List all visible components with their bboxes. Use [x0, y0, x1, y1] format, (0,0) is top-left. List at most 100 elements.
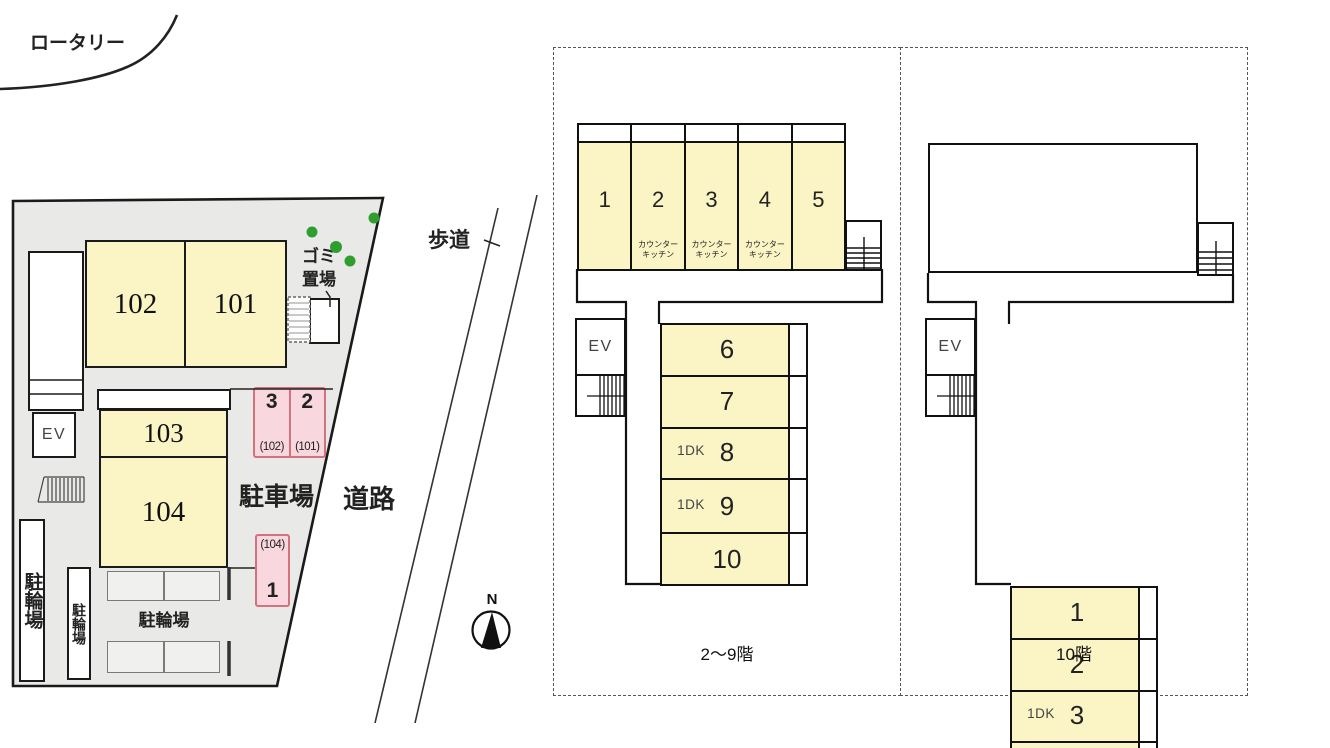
unit-10-number: 10	[712, 544, 742, 574]
unit-6-number: 6	[719, 334, 735, 364]
bicycle-parking-left-label: 駐輪場	[21, 572, 43, 629]
parking-space-2-number: 2	[301, 390, 314, 413]
compass-icon	[471, 610, 511, 650]
elevator-10F: EV	[925, 318, 976, 376]
room-101-label: 101	[213, 287, 258, 320]
parking-lot-label: 駐車場	[239, 483, 315, 511]
unit-top-3-number: 3	[705, 187, 718, 212]
parking-space-3: 3 (102)	[255, 389, 289, 456]
parking-space-1-unit: (104)	[260, 539, 285, 551]
unit-top-2-number: 2	[651, 187, 665, 212]
parking-space-2-unit: (101)	[295, 441, 320, 453]
kitchen-line2: キッチン	[695, 250, 728, 259]
bike-rack-row-1	[107, 571, 220, 601]
stairs-by-elevator-2-9	[575, 374, 626, 417]
unit-top-5: 5	[792, 125, 845, 269]
road-label: 道路	[343, 484, 396, 514]
site-stairs-icon	[37, 476, 85, 503]
garbage-label-line2: 置場	[302, 270, 336, 289]
sidewalk-line-2	[414, 194, 538, 724]
parking-space-1: (104) 1	[255, 534, 290, 607]
elevator-10F-label: EV	[938, 338, 963, 355]
room-102-label: 102	[113, 287, 158, 320]
unit-top-1-window	[579, 125, 631, 143]
units-row-top-2-9: 1 2 カウンター キッチン 3 カウンター キッチン	[577, 123, 846, 271]
site-elevator: EV	[32, 412, 76, 458]
unit-top-4-kitchen-label: カウンター キッチン	[739, 240, 790, 260]
kitchen-line1: カウンター	[744, 240, 785, 249]
stairs-by-elevator-10F	[925, 374, 976, 417]
site-elevator-label: EV	[41, 426, 67, 443]
unit-top-2-kitchen-label: カウンター キッチン	[632, 240, 683, 260]
room-104: 104	[99, 456, 228, 568]
unit-divider	[662, 532, 806, 534]
units-stack-10F: 1 2 1DK 3 1DK 4 5	[1010, 586, 1158, 748]
unit-1-number: 1	[1069, 597, 1085, 627]
garbage-area-label: ゴミ 置場	[291, 245, 347, 291]
unit-top-5-window	[792, 125, 845, 143]
sidewalk-pointer-tick	[483, 239, 501, 247]
sidewalk-line-1	[374, 207, 499, 724]
bicycle-parking-left: 駐輪場	[19, 519, 45, 682]
units-stack-2-9-fill	[662, 325, 790, 584]
unit-top-4: 4 カウンター キッチン	[739, 125, 793, 269]
bicycle-parking-center-label: 駐輪場	[138, 611, 190, 630]
unit-divider	[662, 375, 806, 377]
unit-top-1: 1	[579, 125, 633, 269]
unit-7-number: 7	[719, 386, 735, 416]
unit-top-2-window	[632, 125, 684, 143]
garbage-box	[309, 298, 340, 344]
unit-top-4-number: 4	[758, 187, 772, 212]
stairwell-2-9	[845, 220, 882, 271]
building-left-corridor	[28, 251, 84, 411]
room-104-label: 104	[141, 495, 186, 528]
entrance-corridor	[97, 389, 231, 410]
rooftop-area-10F	[928, 143, 1198, 273]
garbage-ramp-hatch	[287, 296, 311, 343]
unit-3-type: 1DK	[1027, 706, 1055, 721]
unit-9-type: 1DK	[677, 497, 705, 512]
unit-top-5-number: 5	[812, 187, 825, 212]
room-102: 102	[85, 240, 186, 368]
unit-divider	[662, 427, 806, 429]
unit-divider	[1012, 741, 1156, 743]
parking-space-3-number: 3	[265, 390, 278, 413]
parking-space-pair: 3 (102) 2 (101)	[253, 387, 326, 458]
compass-north-label: N	[486, 591, 498, 608]
bicycle-parking-mid-label: 駐輪場	[71, 602, 87, 645]
garbage-label-line1: ゴミ	[302, 247, 336, 266]
unit-divider	[1012, 690, 1156, 692]
parking-space-2: 2 (101)	[288, 389, 325, 456]
unit-top-4-window	[739, 125, 791, 143]
unit-8-number: 8	[719, 437, 735, 467]
kitchen-line2: キッチン	[748, 250, 781, 259]
unit-2-number: 2	[1069, 649, 1085, 679]
units-stack-10F-fill	[1012, 588, 1140, 748]
parking-space-3-unit: (102)	[259, 441, 285, 453]
unit-9-number: 9	[719, 491, 735, 521]
room-101: 101	[184, 240, 287, 368]
elevator-2-9: EV	[575, 318, 626, 376]
caption-floors-2-9: 2〜9階	[700, 645, 754, 664]
kitchen-line1: カウンター	[638, 240, 679, 249]
kitchen-line1: カウンター	[691, 240, 732, 249]
room-103-label: 103	[143, 418, 184, 448]
unit-top-3-kitchen-label: カウンター キッチン	[686, 240, 737, 260]
caption-floor-10: 10階	[1056, 645, 1092, 664]
rotary-label: ロータリー	[30, 33, 126, 54]
stairwell-10F	[1197, 222, 1234, 276]
bicycle-parking-mid: 駐輪場	[67, 567, 91, 680]
elevator-2-9-label: EV	[588, 338, 613, 355]
unit-top-3-window	[685, 125, 738, 143]
parking-space-1-number: 1	[266, 579, 279, 602]
sidewalk-label: 歩道	[428, 229, 470, 252]
kitchen-line2: キッチン	[642, 250, 675, 259]
bike-rack-row-2	[107, 641, 220, 673]
unit-8-type: 1DK	[677, 443, 705, 458]
unit-divider	[1012, 638, 1156, 640]
units-stack-2-9: 6 7 1DK 8 1DK 9 10	[660, 323, 808, 586]
unit-3-number: 3	[1069, 700, 1085, 730]
bike-rack-divider	[163, 642, 165, 672]
bike-rack-divider	[163, 572, 165, 600]
